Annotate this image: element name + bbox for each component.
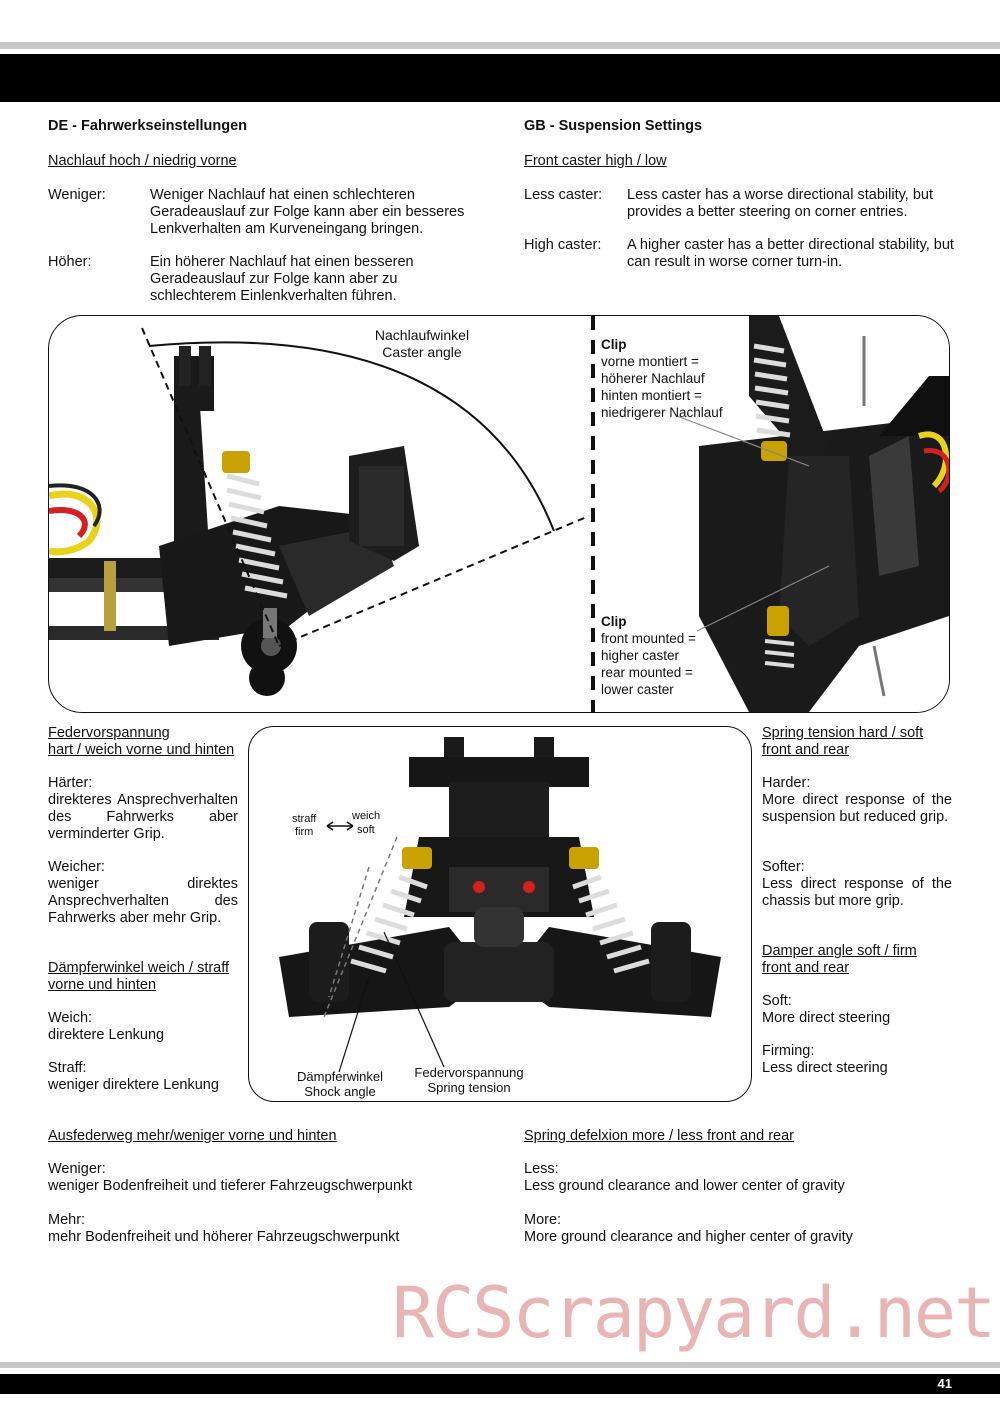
gb-firm-text: Less direct steering	[762, 1060, 888, 1076]
clip-note-en-line: front mounted =	[601, 631, 696, 646]
shock-figure: straff firm weich soft Dämpferwinkel Sho…	[248, 726, 752, 1102]
de-travel-heading: Ausfederweg mehr/weniger vorne und hinte…	[48, 1128, 337, 1144]
gb-travel-more-text: More ground clearance and higher center …	[524, 1229, 853, 1245]
caster-angle-label-de: Nachlaufwinkel	[374, 327, 470, 343]
spring-tension-label-en: Spring tension	[427, 1080, 511, 1095]
gb-firm-term: Firming:	[762, 1043, 815, 1059]
top-rule	[0, 42, 1000, 49]
clip-note-en-title: Clip	[601, 614, 627, 629]
caster-angle-label-en: Caster angle	[382, 344, 462, 360]
de-softer-text: weniger direktes Ansprechverhalten des F…	[48, 876, 238, 926]
gb-harder-text: More direct response of the suspension b…	[762, 792, 952, 825]
gb-travel-heading: Spring defelxion more / less front and r…	[524, 1128, 794, 1144]
clip-note-de-line: niedrigerer Nachlauf	[601, 405, 723, 420]
gb-spring-heading-1: Spring tension hard / soft	[762, 725, 924, 741]
shock-angle-label-de: Dämpferwinkel	[297, 1069, 383, 1084]
gb-softer-term: Softer:	[762, 859, 805, 875]
clip-note-en-line: higher caster	[601, 648, 680, 663]
spring-tension-label-de: Federvorspannung	[414, 1065, 524, 1080]
de-more-term: Höher:	[48, 254, 92, 270]
gb-damper-heading-1: Damper angle soft / firm	[762, 943, 917, 959]
de-spring-heading-2: hart / weich vorne und hinten	[48, 742, 235, 758]
caster-illustration	[49, 316, 949, 712]
de-less-term: Weniger:	[48, 187, 106, 203]
firm-label: firm	[295, 826, 314, 838]
page-number: 41	[937, 1376, 952, 1391]
de-travel-more-term: Mehr:	[48, 1212, 86, 1228]
gb-less-text: Less caster has a worse directional stab…	[627, 187, 933, 220]
header-bar	[0, 54, 1000, 102]
gb-soft-term: Soft:	[762, 993, 792, 1009]
gb-more-text: A higher caster has a better directional…	[627, 237, 954, 270]
footer-bar	[0, 1374, 1000, 1394]
de-travel-less-term: Weniger:	[48, 1161, 106, 1177]
clip-note-en-line: rear mounted =	[601, 665, 693, 680]
de-spring-heading-1: Federvorspannung	[48, 725, 170, 741]
gb-harder-term: Harder:	[762, 775, 811, 791]
clip-note-de: Clip vorne montiert = höherer Nachlauf h…	[601, 336, 741, 421]
shock-angle-label-en: Shock angle	[304, 1084, 376, 1099]
weich-label: weich	[352, 810, 381, 822]
clip-note-en: Clip front mounted = higher caster rear …	[601, 613, 741, 698]
de-firm-term: Straff:	[48, 1060, 87, 1076]
clip-note-de-line: vorne montiert =	[601, 354, 699, 369]
gb-softer-text: Less direct response of the chassis but …	[762, 876, 952, 909]
gb-less-term: Less caster:	[524, 187, 603, 203]
gb-travel-less-term: Less:	[524, 1161, 559, 1177]
gb-damper-heading-2: front and rear	[762, 960, 850, 976]
de-caster-heading: Nachlauf hoch / niedrig vorne	[48, 153, 237, 169]
gb-caster-heading: Front caster high / low	[524, 153, 667, 169]
gb-travel-less-text: Less ground clearance and lower center o…	[524, 1178, 845, 1194]
clip-note-de-line: hinten montiert =	[601, 388, 702, 403]
de-harder-term: Härter:	[48, 775, 93, 791]
gb-spring-heading-2: front and rear	[762, 742, 850, 758]
clip-note-de-line: höherer Nachlauf	[601, 371, 705, 386]
shock-illustration	[279, 737, 721, 1073]
clip-note-en-line: lower caster	[601, 682, 674, 697]
clip-note-de-title: Clip	[601, 337, 627, 352]
de-damper-heading-2: vorne und hinten	[48, 977, 157, 993]
watermark: RCScrapyard.net	[392, 1272, 996, 1354]
caster-figure: Nachlaufwinkel Caster angle Clip vorne m…	[48, 315, 950, 713]
gb-travel-more-term: More:	[524, 1212, 562, 1228]
de-more-text: Ein höherer Nachlauf hat einen besseren …	[150, 254, 414, 304]
bottom-rule	[0, 1362, 1000, 1368]
de-damper-heading-1: Dämpferwinkel weich / straff	[48, 960, 230, 976]
de-soft-term: Weich:	[48, 1010, 93, 1026]
de-harder-text: direkteres Ansprechverhalten des Fahrwer…	[48, 792, 238, 842]
soft-label: soft	[357, 824, 375, 836]
de-travel-less-text: weniger Bodenfreiheit und tieferer Fahrz…	[48, 1178, 413, 1194]
de-soft-text: direktere Lenkung	[48, 1027, 165, 1043]
de-travel-more-text: mehr Bodenfreiheit und höherer Fahrzeugs…	[48, 1229, 400, 1245]
gb-title: GB - Suspension Settings	[524, 118, 703, 134]
de-softer-term: Weicher:	[48, 859, 105, 875]
straff-label: straff	[292, 813, 317, 825]
de-less-text: Weniger Nachlauf hat einen schlechteren …	[150, 187, 465, 237]
gb-soft-text: More direct steering	[762, 1010, 891, 1026]
gb-more-term: High caster:	[524, 237, 602, 253]
de-firm-text: weniger direktere Lenkung	[48, 1077, 219, 1093]
de-title: DE - Fahrwerkseinstellungen	[48, 118, 248, 134]
